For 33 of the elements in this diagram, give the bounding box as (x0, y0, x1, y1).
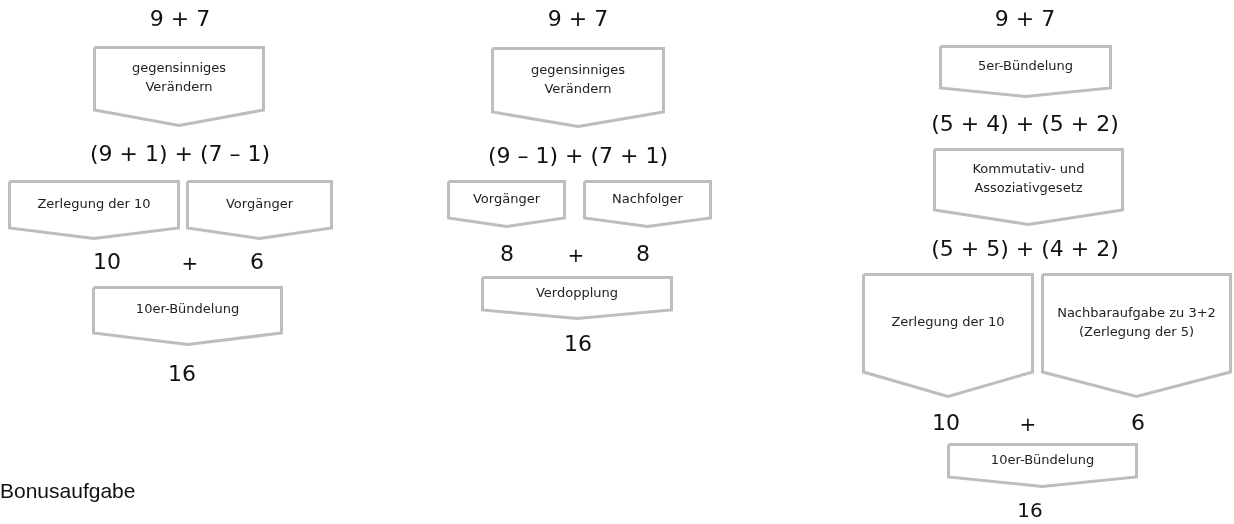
math-expression: 16 (168, 363, 196, 385)
math-expression: (9 – 1) + (7 + 1) (487, 145, 669, 167)
step-label: 10er-Bündelung (989, 450, 1096, 469)
math-expression: 9 + 7 (547, 8, 609, 30)
math-expression: 6 (250, 251, 264, 273)
math-expression: (9 + 1) + (7 – 1) (89, 143, 271, 165)
step-label: Vorgänger (225, 194, 294, 213)
step-label: gegensinniges Verändern (529, 60, 627, 98)
step-label: Kommutativ- und Assoziativgesetz (971, 160, 1086, 197)
step-label: Verdopplung (534, 283, 620, 302)
math-expression: + (567, 245, 585, 265)
math-expression: (5 + 4) + (5 + 2) (931, 113, 1119, 135)
math-expression: + (181, 253, 199, 273)
math-expression: 16 (564, 333, 592, 355)
math-expression: 8 (500, 243, 514, 265)
math-expression: 9 + 7 (994, 8, 1056, 30)
step-label: Zerlegung der 10 (36, 194, 152, 213)
math-expression: 16 (1017, 500, 1043, 520)
step-label: Zerlegung der 10 (890, 313, 1006, 332)
section-heading: Bonusaufgabe (0, 480, 136, 501)
math-expression: 6 (1131, 412, 1145, 434)
math-expression: 9 + 7 (149, 8, 211, 30)
math-expression: 10 (93, 251, 121, 273)
math-expression: (5 + 5) + (4 + 2) (931, 238, 1119, 260)
step-label: 10er-Bündelung (134, 300, 241, 319)
step-label: Nachfolger (611, 189, 684, 208)
step-label: gegensinniges Verändern (130, 59, 228, 96)
step-label: Vorgänger (472, 189, 541, 208)
step-label: 5er-Bündelung (977, 57, 1074, 76)
math-expression: + (1019, 414, 1037, 434)
math-expression: 8 (636, 243, 650, 265)
step-label: Nachbaraufgabe zu 3+2 (Zerlegung der 5) (1056, 303, 1217, 341)
math-expression: 10 (932, 412, 960, 434)
